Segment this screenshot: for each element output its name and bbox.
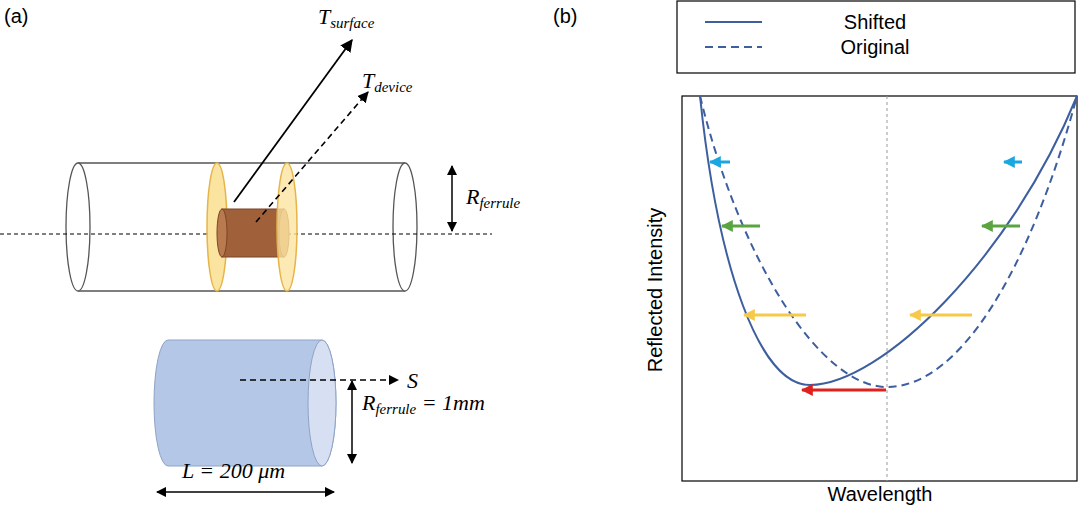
radius-dimension: Rferrule = 1mm — [362, 392, 485, 417]
heat-source-label: S — [407, 370, 418, 392]
temperature-label: Tdevice — [362, 70, 412, 95]
radius-label: Rferrule — [466, 186, 520, 211]
length-dimension: L = 200 μm — [182, 460, 285, 482]
axis-title: Wavelength — [828, 484, 933, 504]
legend-entry: Original — [841, 37, 910, 57]
legend-sample — [705, 21, 762, 23]
temperature-label: Tsurface — [318, 6, 374, 31]
panel-label: (a) — [4, 6, 28, 26]
legend-entry: Shifted — [844, 12, 906, 32]
panel-label: (b) — [553, 6, 577, 26]
legend-sample — [705, 46, 762, 48]
axis-title: Reflected Intensity — [645, 208, 665, 373]
